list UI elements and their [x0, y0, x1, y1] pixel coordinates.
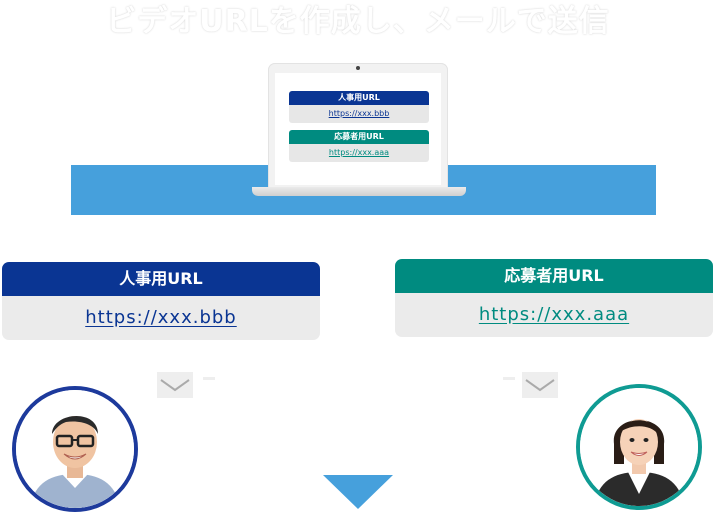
- applicant-url-label: 応募者用URL: [395, 259, 713, 293]
- mini-applicant-url: https://xxx.aaa: [289, 144, 429, 162]
- laptop-base: [252, 187, 466, 196]
- applicant-url-card: 応募者用URL https://xxx.aaa: [395, 259, 713, 337]
- laptop-lid: 人事用URL https://xxx.bbb 応募者用URL https://x…: [268, 63, 448, 188]
- laptop-illustration: 人事用URL https://xxx.bbb 応募者用URL https://x…: [268, 63, 448, 188]
- triangle-down-icon: [323, 475, 393, 513]
- hr-url-label: 人事用URL: [2, 262, 320, 296]
- hr-person-avatar: [12, 386, 138, 512]
- laptop-camera: [356, 66, 360, 70]
- hr-url-link[interactable]: https://xxx.bbb: [2, 296, 320, 340]
- chevron-down-icon: [522, 372, 558, 398]
- mini-hr-label: 人事用URL: [289, 91, 429, 105]
- laptop-screen: 人事用URL https://xxx.bbb 応募者用URL https://x…: [275, 73, 441, 185]
- applicant-url-link[interactable]: https://xxx.aaa: [395, 293, 713, 337]
- mini-hr-url: https://xxx.bbb: [289, 105, 429, 123]
- mini-applicant-label: 応募者用URL: [289, 130, 429, 144]
- mini-applicant-card: 応募者用URL https://xxx.aaa: [289, 130, 429, 162]
- dash-decoration: [503, 377, 515, 380]
- mini-hr-card: 人事用URL https://xxx.bbb: [289, 91, 429, 123]
- chevron-down-icon: [157, 372, 193, 398]
- applicant-person-avatar: [576, 384, 702, 510]
- page-headline: ビデオURLを作成し、メールで送信: [106, 4, 610, 39]
- dash-decoration: [203, 377, 215, 380]
- hr-url-card: 人事用URL https://xxx.bbb: [2, 262, 320, 340]
